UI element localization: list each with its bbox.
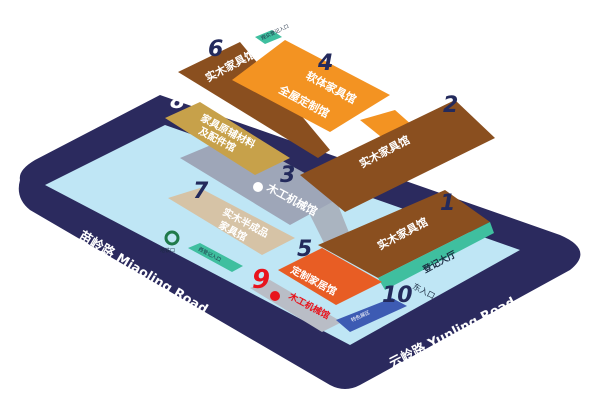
- west-registration-entrance[interactable]: [188, 243, 243, 272]
- registration-hall[interactable]: [378, 222, 494, 290]
- hall-5[interactable]: [278, 248, 382, 305]
- hall-7[interactable]: [168, 188, 295, 255]
- hall-1-number: 1: [440, 191, 455, 216]
- hall-10[interactable]: [336, 298, 407, 332]
- metro-icon: [164, 230, 180, 246]
- metro-label: 地铁口: [160, 247, 175, 254]
- hall-6-number: 6: [208, 37, 223, 62]
- hall-4[interactable]: [232, 40, 390, 132]
- hall-4-number: 4: [317, 51, 333, 76]
- hall-3[interactable]: [180, 135, 345, 225]
- hall-10-number: 10: [382, 283, 413, 308]
- hall-1[interactable]: [318, 190, 490, 278]
- hall-5-number: 5: [297, 237, 312, 262]
- hall-2[interactable]: [300, 100, 495, 212]
- hall-2-number: 2: [443, 93, 458, 118]
- hall-9-number: 9: [252, 265, 270, 295]
- hall-8[interactable]: [165, 102, 290, 175]
- saw-blade-icon: [253, 182, 263, 192]
- hall-8-number: 8: [170, 89, 185, 114]
- hall-3-number: 3: [280, 163, 295, 188]
- hall-6[interactable]: [178, 42, 330, 158]
- saw-blade-icon: [270, 291, 280, 301]
- hall-7-number: 7: [193, 179, 209, 204]
- north-registration-entrance[interactable]: [255, 30, 282, 44]
